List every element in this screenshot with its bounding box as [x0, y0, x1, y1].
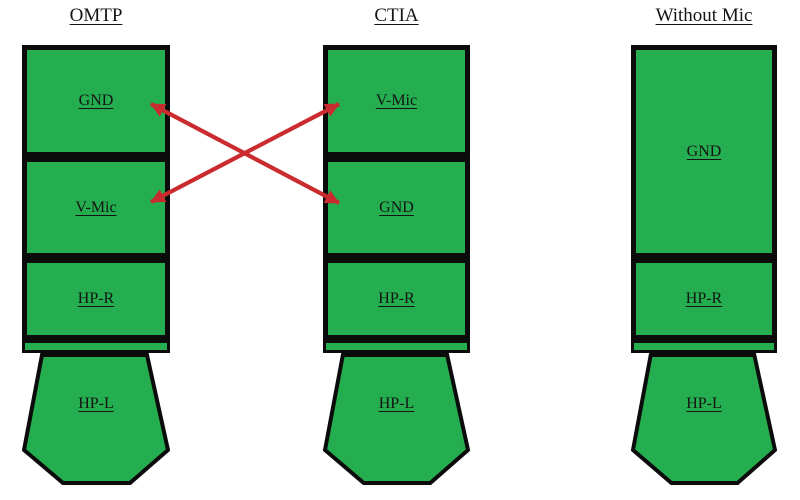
withoutmic-segment-hpr: HP-R	[631, 258, 777, 340]
omtp-segment-vmic: V-Mic	[22, 157, 170, 258]
connector-omtp-body: GND V-Mic HP-R	[22, 45, 170, 340]
withoutmic-plug-tip: HP-L	[631, 353, 777, 485]
pin-label-hpl: HP-L	[78, 395, 114, 412]
pin-label-hpr: HP-R	[77, 290, 115, 307]
ctia-sleeve-band	[323, 340, 470, 353]
pin-label-gnd: GND	[686, 142, 722, 160]
omtp-tip-label: HP-L	[22, 395, 170, 413]
omtp-sleeve-band	[22, 340, 170, 353]
ctia-segment-hpr: HP-R	[323, 258, 470, 340]
pin-label-vmic: V-Mic	[75, 198, 117, 216]
withoutmic-tip-label: HP-L	[631, 395, 777, 413]
pin-label-gnd: GND	[379, 198, 414, 216]
connector-omtp-title: OMTP	[69, 5, 123, 26]
pin-label-vmic: V-Mic	[375, 92, 418, 109]
connector-without-mic: Without Mic GND HP-R HP-L	[631, 0, 777, 500]
omtp-segment-hpr: HP-R	[22, 258, 170, 340]
connector-ctia-title: CTIA	[374, 5, 419, 26]
pin-label-hpl: HP-L	[686, 395, 722, 412]
ctia-plug-tip: HP-L	[323, 353, 470, 485]
ctia-tip-shape	[323, 353, 470, 485]
withoutmic-segment-gnd: GND	[631, 45, 777, 258]
connector-omtp: OMTP GND V-Mic HP-R HP-L	[22, 0, 170, 500]
omtp-tip-svg	[22, 353, 170, 485]
withoutmic-tip-svg	[631, 353, 777, 485]
connector-ctia: CTIA V-Mic GND HP-R HP-L	[323, 0, 470, 500]
ctia-segment-gnd: GND	[323, 157, 470, 258]
pin-label-hpr: HP-R	[685, 290, 723, 307]
pin-label-hpr: HP-R	[378, 290, 415, 307]
connector-without-mic-title: Without Mic	[655, 5, 753, 26]
connector-without-mic-body: GND HP-R	[631, 45, 777, 340]
connector-ctia-body: V-Mic GND HP-R	[323, 45, 470, 340]
omtp-tip-shape	[22, 353, 170, 485]
ctia-tip-svg	[323, 353, 470, 485]
ctia-segment-vmic: V-Mic	[323, 45, 470, 157]
arrow-omtp-vmic-to-ctia-vmic	[150, 102, 340, 204]
pin-label-gnd: GND	[78, 92, 114, 109]
arrow-omtp-gnd-to-ctia-gnd	[150, 102, 340, 205]
pin-label-hpl: HP-L	[378, 395, 415, 412]
ctia-tip-label: HP-L	[323, 395, 470, 413]
omtp-segment-gnd: GND	[22, 45, 170, 157]
withoutmic-sleeve-band	[631, 340, 777, 353]
omtp-plug-tip: HP-L	[22, 353, 170, 485]
withoutmic-tip-shape	[631, 353, 777, 485]
